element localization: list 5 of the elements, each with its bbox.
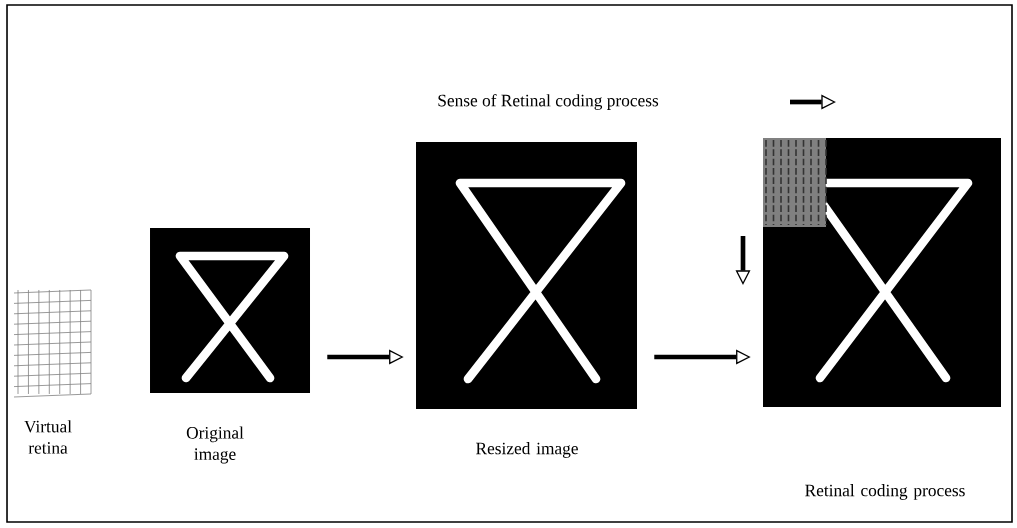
node-label: Resized image: [476, 442, 578, 458]
node-label: Retinal coding process: [805, 484, 965, 500]
label: Sense of Retinal coding process: [438, 94, 659, 110]
node-label: Virtual retina: [24, 420, 72, 454]
node-label: Original image: [186, 426, 244, 464]
